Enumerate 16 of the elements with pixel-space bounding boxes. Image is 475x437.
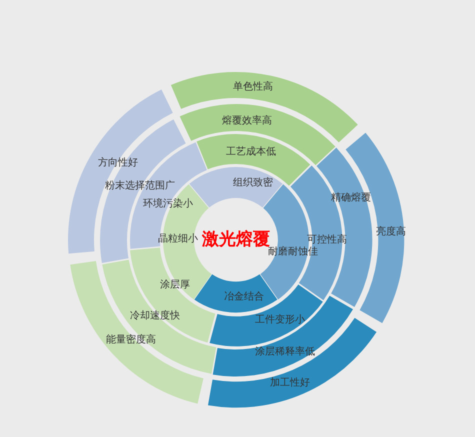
segment-label: 工艺成本低 — [226, 146, 276, 158]
segment-label: 晶粒细小 — [158, 233, 198, 244]
segment-label: 单色性高 — [232, 81, 273, 92]
segment-label: 工件变形小 — [254, 314, 305, 326]
segment-label: 环境污染小 — [142, 198, 193, 210]
segment-label: 涂层稀释率低 — [254, 346, 315, 358]
segment-label: 方向性好 — [98, 157, 138, 168]
center-title: 激光熔覆 — [202, 230, 270, 250]
segment-label: 加工性好 — [270, 377, 310, 388]
segment-label: 冶金结合 — [224, 291, 264, 302]
segment-label: 熔覆效率高 — [222, 115, 272, 126]
segment-label: 冷却速度快 — [130, 310, 180, 322]
segment-label: 涂层厚 — [160, 279, 190, 290]
segment-label: 组织致密 — [232, 178, 273, 188]
segment-label: 能量密度高 — [106, 334, 156, 346]
segment-label: 粉末选择范围广 — [104, 180, 175, 192]
